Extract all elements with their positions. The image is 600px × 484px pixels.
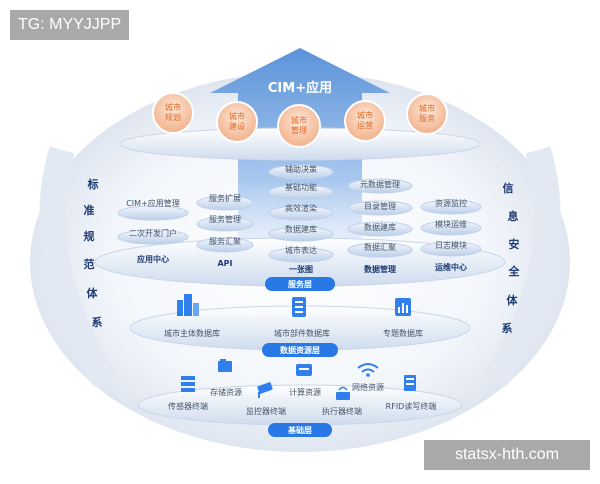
sensor-icon	[181, 376, 195, 392]
rfid-icon	[404, 375, 416, 391]
svg-text:服务: 服务	[419, 113, 435, 123]
ops-center-title: 运维中心	[435, 262, 467, 272]
base-layer-item: 执行器终端	[322, 406, 362, 416]
svg-text:安: 安	[509, 237, 520, 251]
arrow-label: CIM+应用	[268, 80, 332, 96]
circle-operation: 城市 运营	[344, 100, 386, 142]
compute-icon	[296, 364, 312, 376]
api-item: 服务汇聚	[209, 236, 241, 246]
circle-construction: 城市 建设	[216, 101, 258, 143]
city-main-db-icon	[177, 294, 199, 316]
one-map-item: 基础功能	[285, 182, 317, 192]
data-layer-item: 城市部件数据库	[274, 328, 330, 338]
api-group: 服务扩展 服务管理 服务汇聚 API	[196, 193, 254, 268]
svg-text:准: 准	[84, 203, 95, 217]
data-layer-item: 专题数据库	[383, 328, 423, 338]
app-center-item: 二次开发门户	[129, 228, 177, 238]
data-management-item: 数据建库	[364, 222, 396, 232]
ops-center-item: 日志模块	[435, 240, 467, 250]
svg-text:信: 信	[503, 181, 514, 195]
base-layer-label: 基础层	[287, 425, 312, 435]
security-system-label: 信 息 安 全 体 系	[502, 181, 521, 335]
svg-text:城市: 城市	[357, 110, 373, 120]
topic-db-icon	[395, 298, 411, 316]
svg-text:系: 系	[502, 321, 513, 335]
app-center-group: CIM+应用管理 二次开发门户 应用中心	[117, 198, 189, 264]
data-management-group: 元数据管理 目录管理 数据建库 数据汇聚 数据管理	[347, 178, 413, 274]
ops-center-item: 模块运维	[435, 219, 467, 229]
one-map-item: 高效渲染	[285, 203, 317, 213]
data-management-item: 元数据管理	[360, 179, 400, 189]
camera-icon	[257, 382, 273, 398]
standards-system-label: 标 准 规 范 体 系	[84, 177, 103, 329]
storage-icon	[218, 359, 232, 372]
base-layer-item: 传感器终端	[168, 401, 208, 411]
svg-text:规划: 规划	[165, 112, 181, 122]
data-management-title: 数据管理	[364, 264, 396, 274]
svg-text:体: 体	[507, 293, 519, 307]
base-layer-item: 监控器终端	[246, 406, 286, 416]
watermark-bottom-right: statsx-hth.com	[424, 440, 590, 470]
svg-text:城市: 城市	[165, 102, 181, 112]
right-arc	[483, 146, 561, 387]
data-management-item: 数据汇聚	[364, 242, 396, 252]
one-map-item: 城市表达	[285, 245, 317, 255]
svg-text:城市: 城市	[291, 115, 307, 125]
data-management-item: 目录管理	[364, 201, 396, 211]
data-layer-pill	[262, 343, 338, 357]
service-layer-pill	[265, 277, 335, 291]
base-layer-item: 网络资源	[352, 382, 384, 392]
circle-service: 城市 服务	[406, 93, 448, 135]
svg-text:建设: 建设	[229, 121, 245, 131]
svg-text:系: 系	[92, 315, 103, 329]
circle-planning: 城市 规划	[152, 92, 194, 134]
ops-center-item: 资源监控	[435, 198, 467, 208]
svg-text:体: 体	[87, 286, 99, 300]
svg-text:运营: 运营	[357, 120, 373, 130]
base-layer-pill	[268, 423, 332, 437]
one-map-title: 一张图	[289, 265, 313, 274]
api-item: 服务扩展	[209, 193, 241, 203]
base-layer-item: 存储资源	[210, 387, 242, 397]
data-layer-label: 数据资源层	[280, 345, 320, 355]
actuator-icon	[336, 386, 350, 400]
service-layer-label: 服务层	[288, 279, 312, 289]
one-map-item: 数据建库	[285, 224, 317, 234]
wifi-icon	[357, 363, 379, 377]
one-map-item: 辅助决策	[285, 164, 317, 174]
data-layer-item: 城市主体数据库	[164, 328, 220, 338]
base-layer-item: 计算资源	[289, 387, 321, 397]
app-center-item: CIM+应用管理	[126, 198, 180, 208]
svg-text:规: 规	[84, 229, 95, 243]
city-component-db-icon	[292, 297, 306, 317]
svg-text:标: 标	[87, 177, 99, 191]
ops-center-group: 资源监控 模块运维 日志模块 运维中心	[420, 198, 482, 272]
base-layer-item: RFID读写终端	[386, 401, 437, 411]
svg-text:全: 全	[508, 264, 521, 278]
circle-management: 城市 管理	[277, 104, 321, 148]
left-arc	[39, 146, 117, 387]
one-map-group: 辅助决策 基础功能 高效渲染 数据建库 城市表达 一张图	[268, 164, 334, 274]
city-circles: 城市 规划 城市 建设 城市 管理 城市 运营 城市 服务	[152, 92, 448, 148]
watermark-top-left: TG: MYYJJPP	[10, 10, 130, 40]
svg-text:城市: 城市	[229, 111, 245, 121]
svg-text:管理: 管理	[291, 125, 307, 135]
svg-text:范: 范	[84, 257, 95, 271]
api-title: API	[217, 259, 232, 268]
svg-text:息: 息	[508, 209, 519, 223]
api-item: 服务管理	[209, 214, 241, 224]
svg-text:城市: 城市	[419, 103, 435, 113]
app-center-title: 应用中心	[137, 254, 169, 264]
